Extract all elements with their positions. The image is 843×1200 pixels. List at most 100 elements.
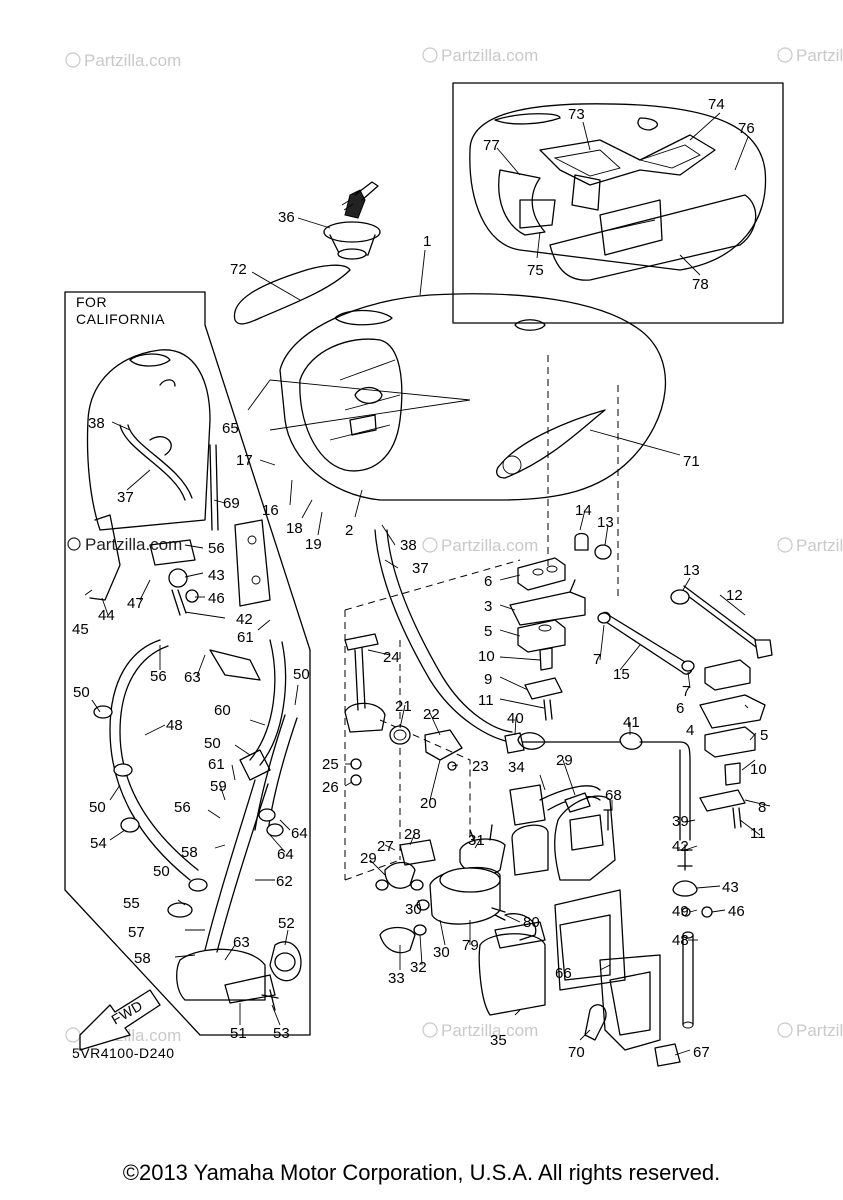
callout-50e: 50 [153,863,170,880]
callout-55: 55 [123,895,140,912]
callout-50: 50 [73,684,90,701]
callout-50b: 50 [89,799,106,816]
svg-text:Partzilla.com: Partzilla.com [796,46,843,65]
callout-61b: 61 [208,756,225,773]
callout-67: 67 [693,1044,710,1061]
callout-32: 32 [410,959,427,976]
callout-46b: 46 [728,903,745,920]
callout-11: 11 [478,692,494,709]
diagram-code: 5VR4100-D240 [72,1045,175,1061]
callout-63b: 63 [233,934,250,951]
callout-10: 10 [478,648,495,665]
callout-15: 15 [613,666,630,683]
callout-31: 31 [468,832,485,849]
callout-16: 16 [262,502,279,519]
callout-66: 66 [555,965,572,982]
watermark: Partzilla.com [65,51,181,70]
svg-text:Partzilla.com: Partzilla.com [796,536,843,555]
callout-17: 17 [236,452,253,469]
callout-25: 25 [322,756,339,773]
callout-30b: 30 [433,944,450,961]
callout-56c: 56 [174,799,191,816]
callout-48: 48 [166,717,183,734]
callout-labels: 1 2 3 4 5 5 6 6 7 7 8 9 10 10 11 11 12 1… [72,96,768,1061]
svg-text:Partzilla.com: Partzilla.com [441,536,538,555]
callout-53: 53 [273,1025,290,1042]
callout-80: 80 [523,914,540,931]
svg-text:Partzilla.com: Partzilla.com [85,535,182,554]
callout-75: 75 [527,262,544,279]
callout-5: 5 [484,623,492,640]
california-panel: FWD [64,291,311,1051]
callout-26: 26 [322,779,339,796]
callout-51: 51 [230,1025,247,1042]
callout-58: 58 [181,844,198,861]
callout-61: 61 [237,629,254,646]
callout-59: 59 [210,778,227,795]
fwd-arrow [79,989,161,1051]
callout-9: 9 [484,671,492,688]
svg-text:Partzilla.com: Partzilla.com [84,51,181,70]
callout-46: 46 [208,590,225,607]
callout-43: 43 [208,567,225,584]
callout-60: 60 [214,702,231,719]
callout-23: 23 [472,758,489,775]
callout-19: 19 [305,536,322,553]
callout-64: 64 [291,825,308,842]
callout-6: 6 [484,573,492,590]
callout-22: 22 [423,706,440,723]
emblem-inset [452,82,784,324]
callout-2: 2 [345,522,353,539]
callout-4: 4 [686,722,694,739]
callout-5b: 5 [760,727,768,744]
callout-79: 79 [462,937,479,954]
watermark: Partzilla.com [422,1021,538,1040]
callout-30: 30 [405,901,422,918]
callout-36: 36 [278,209,295,226]
svg-text:Partzilla.com: Partzilla.com [441,1021,538,1040]
svg-text:Partzilla.com: Partzilla.com [796,1021,843,1040]
callout-71: 71 [683,453,700,470]
callout-73: 73 [568,106,585,123]
callout-41: 41 [623,714,640,731]
fuel-tank [269,293,667,501]
tank-cap [323,181,381,260]
callout-69: 69 [223,495,240,512]
california-note-line1: FOR [76,294,107,310]
callout-57: 57 [128,924,145,941]
callout-7b: 7 [682,683,690,700]
callout-72: 72 [230,261,247,278]
callout-44: 44 [98,607,115,624]
emblem-plate [233,264,351,325]
callout-1: 1 [423,233,431,250]
callout-8: 8 [758,799,766,816]
watermark-dark: Partzilla.com [67,535,182,554]
callout-42b: 42 [672,838,689,855]
callout-12: 12 [726,587,743,604]
watermark: Partzilla.com [777,46,843,65]
callout-10b: 10 [750,761,767,778]
callout-68: 68 [605,787,622,804]
callout-62: 62 [276,873,293,890]
california-note-line2: CALIFORNIA [76,311,165,327]
callout-29b: 29 [556,752,573,769]
callout-13: 13 [597,514,614,531]
callout-49: 49 [672,903,689,920]
callout-27: 27 [377,838,394,855]
callout-38: 38 [88,415,105,432]
watermark: Partzilla.com [422,536,538,555]
callout-39: 39 [672,813,689,830]
callout-21: 21 [395,698,412,715]
callout-11b: 11 [750,825,766,842]
callout-24: 24 [383,649,400,666]
callout-70: 70 [568,1044,585,1061]
callout-64b: 64 [277,846,294,863]
callout-3: 3 [484,598,492,615]
callout-77: 77 [483,137,500,154]
callout-76: 76 [738,120,755,137]
callout-38b: 38 [400,537,417,554]
fuel-pump-assembly [375,732,713,1067]
watermark: Partzilla.com [777,536,843,555]
callout-52: 52 [278,915,295,932]
